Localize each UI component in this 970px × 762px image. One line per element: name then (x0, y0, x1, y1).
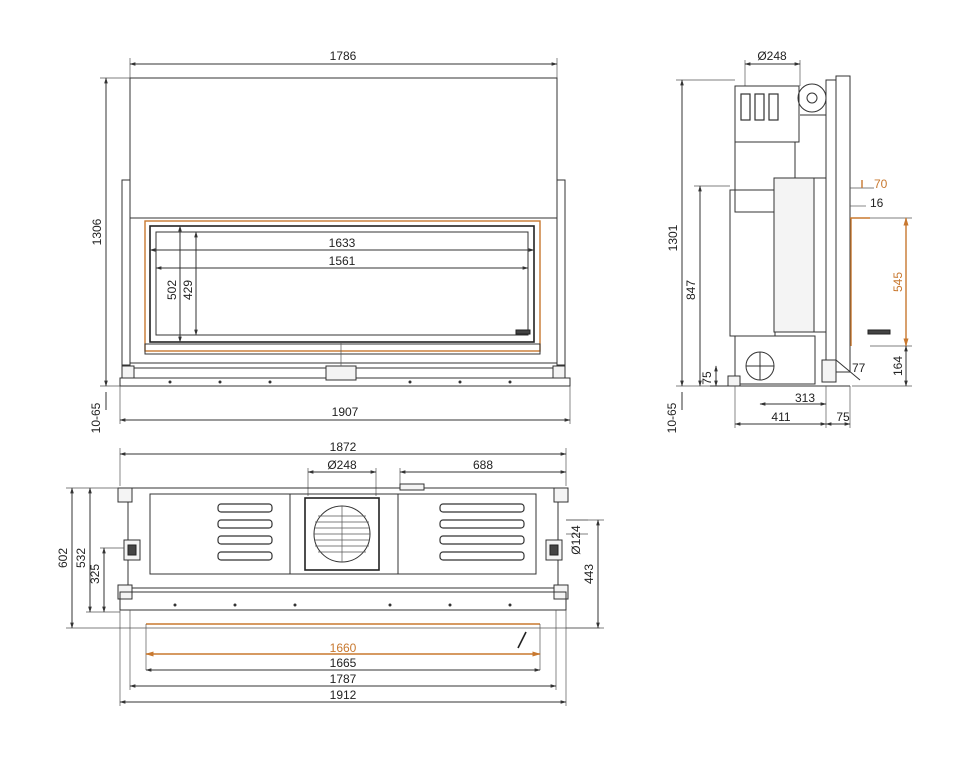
front-frame-orange (144, 220, 541, 352)
top-body (127, 487, 559, 589)
top-dim-air-inlet: Ø124 (569, 525, 583, 555)
side-handle (867, 329, 891, 335)
top-flue-box (304, 497, 380, 571)
front-dim-glass-outer-width: 1633 (329, 236, 356, 250)
front-hood (129, 77, 558, 219)
top-view: 1872 Ø248 688 (56, 440, 604, 706)
side-dim-545: 545 (891, 272, 905, 292)
top-handle (517, 631, 527, 649)
front-glass-inner (155, 231, 529, 336)
top-dim-325: 325 (88, 564, 102, 584)
front-dim-top-width: 1786 (330, 49, 357, 63)
side-dim-total-height: 1301 (666, 224, 680, 251)
top-dim-1787: 1787 (330, 672, 357, 686)
top-dim-443: 443 (582, 564, 596, 584)
front-right-post (556, 179, 566, 366)
top-dim-1660: 1660 (330, 641, 357, 655)
front-dim-leg-adjust: 10-65 (89, 402, 103, 433)
side-dim-flue: Ø248 (757, 49, 787, 63)
side-dim-77: 77 (852, 361, 866, 375)
top-dim-1665: 1665 (330, 656, 357, 670)
top-dim-532: 532 (74, 548, 88, 568)
side-dim-847: 847 (684, 280, 698, 300)
front-dim-total-height: 1306 (90, 218, 104, 245)
side-door (773, 177, 815, 333)
top-dim-flue: Ø248 (327, 458, 357, 472)
front-dim-glass-inner-width: 1561 (329, 254, 356, 268)
side-dim-164: 164 (891, 356, 905, 376)
side-dim-75-bottom: 75 (836, 410, 850, 424)
top-front-plate (119, 591, 567, 611)
front-left-post (121, 179, 131, 366)
front-dim-glass-inner-height: 429 (181, 280, 195, 300)
front-handle (515, 329, 531, 335)
side-dim-75: 75 (700, 371, 714, 385)
top-dim-1912: 1912 (330, 688, 357, 702)
side-dim-16: 16 (870, 196, 884, 210)
side-view: Ø248 1301 (665, 49, 912, 433)
front-glass-outer (149, 225, 535, 343)
front-air-inlet (325, 365, 357, 381)
front-dim-base-width: 1907 (332, 405, 359, 419)
side-dim-411: 411 (771, 410, 790, 424)
top-dim-flue-offset: 688 (473, 458, 493, 472)
front-dim-glass-outer-height: 502 (165, 280, 179, 300)
top-dim-602: 602 (56, 548, 70, 568)
side-dim-leg-adjust: 10-65 (665, 402, 679, 433)
side-dim-313: 313 (795, 391, 815, 405)
side-dim-70: 70 (874, 177, 888, 191)
side-fan (797, 83, 827, 113)
top-dim-overall-width: 1872 (330, 440, 357, 454)
front-view: 1786 1633 1561 (89, 49, 571, 433)
